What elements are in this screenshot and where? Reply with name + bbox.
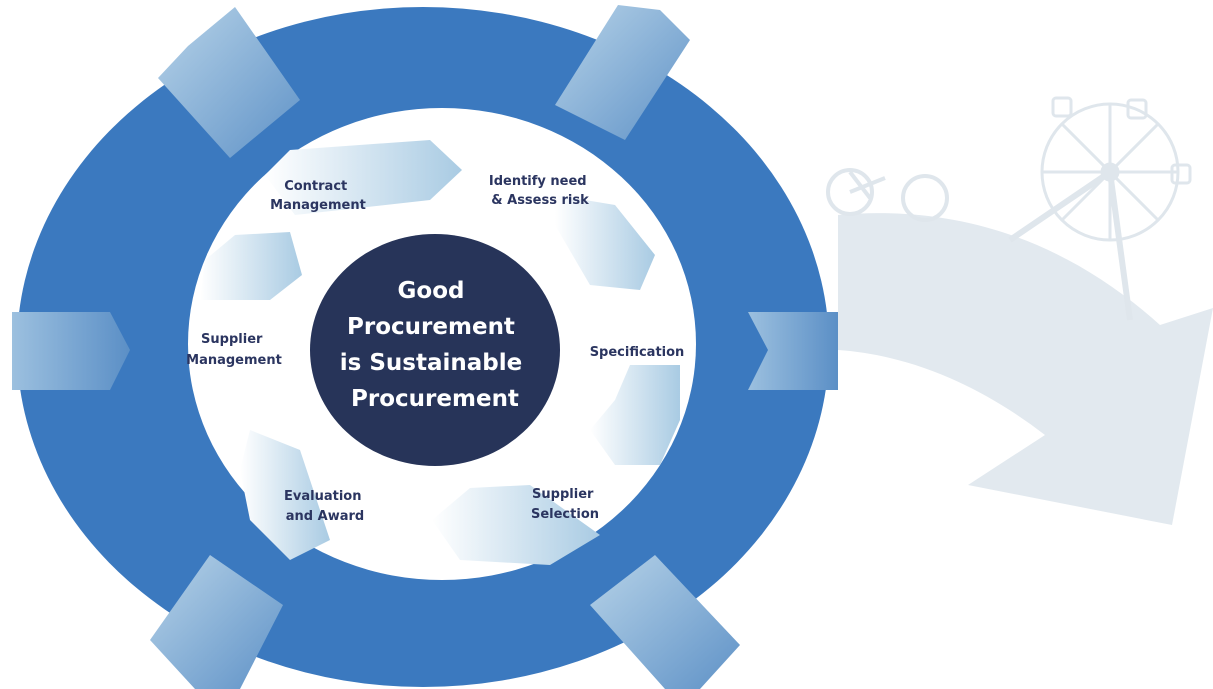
cycle-arrow-identify xyxy=(555,195,655,290)
bicycle-icon xyxy=(826,168,949,222)
stage-labels: Contract Management Identify need & Asse… xyxy=(186,174,684,524)
cycle-arrow-supplier-mgmt xyxy=(200,232,302,300)
background-arrow xyxy=(838,213,1213,525)
ring-arrow-bottom-left xyxy=(150,555,283,689)
center-title: Good Procurement is Sustainable Procurem… xyxy=(340,278,530,412)
cycle-arrow-specification xyxy=(590,365,680,465)
stage-label-supplier-selection: Supplier Selection xyxy=(531,487,599,522)
stage-label-specification: Specification xyxy=(590,345,685,360)
stage-label-evaluation-award: Evaluation and Award xyxy=(284,489,366,524)
ferris-wheel-icon xyxy=(1008,96,1192,321)
cycle-arrow-evaluation xyxy=(240,430,330,560)
ring-arrow-right xyxy=(748,312,838,390)
stage-label-contract-management: Contract Management xyxy=(270,179,366,213)
ring-arrows xyxy=(12,5,838,689)
cycle-arrow-contract xyxy=(265,140,462,215)
stage-label-identify-need: Identify need & Assess risk xyxy=(489,174,591,208)
center-hub: Good Procurement is Sustainable Procurem… xyxy=(310,234,560,466)
cycle-arrow-supplier-selection xyxy=(432,485,600,565)
ring-arrow-bottom-right xyxy=(590,555,740,689)
ring-arrow-top-left xyxy=(158,7,300,158)
stage-label-supplier-management: Supplier Management xyxy=(186,332,282,368)
inner-cycle-arrows xyxy=(200,140,680,565)
ring-arrow-left xyxy=(12,312,130,390)
ring-arrow-top-right xyxy=(555,5,690,140)
